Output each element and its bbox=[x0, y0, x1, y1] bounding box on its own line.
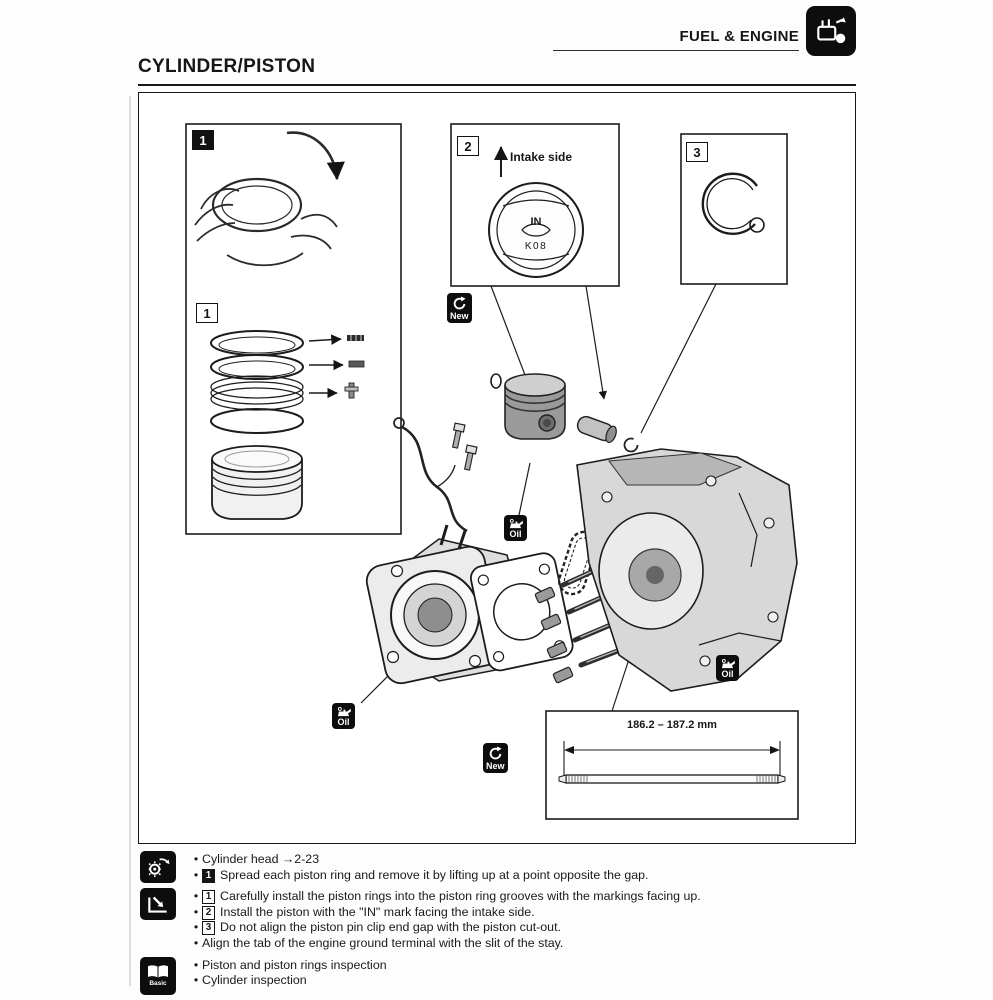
installation-icon bbox=[138, 888, 178, 951]
step-number-box: 2 bbox=[202, 905, 215, 920]
piston-front-view bbox=[211, 445, 303, 520]
gear-arrows-icon bbox=[148, 858, 170, 877]
piston-assembly bbox=[504, 373, 566, 440]
oil-badge-label: Oil bbox=[509, 529, 522, 539]
new-badge-label: New bbox=[450, 311, 469, 321]
bullet: • bbox=[193, 904, 199, 919]
detail-box-3 bbox=[680, 133, 788, 285]
note-text: Carefully install the piston rings into … bbox=[220, 889, 701, 904]
recycle-arrows-icon bbox=[453, 296, 466, 310]
bullet: • bbox=[193, 935, 199, 950]
oil-badge: Oil bbox=[332, 703, 355, 729]
installation-note-group: • 1 Carefully install the piston rings i… bbox=[138, 888, 862, 951]
piston-pin-clip-detail bbox=[701, 172, 765, 235]
section-header: FUEL & ENGINE bbox=[553, 28, 799, 51]
recycle-arrows-icon bbox=[489, 746, 502, 760]
note-row: • Cylinder head →2-23 bbox=[190, 852, 862, 868]
callout-1b: 1 bbox=[196, 303, 218, 323]
dowel-oring bbox=[490, 373, 502, 389]
new-badge: New bbox=[447, 293, 472, 323]
note-text: Align the tab of the engine ground termi… bbox=[202, 935, 564, 950]
stud-length-dimension: 186.2 – 187.2 mm bbox=[627, 719, 717, 731]
basic-manual-icon: Basic bbox=[138, 956, 178, 995]
detail-box-2 bbox=[450, 123, 620, 287]
oil-badge: Oil bbox=[504, 515, 527, 541]
stud-length-figure bbox=[545, 710, 799, 820]
exploded-diagram-panel: 1 1 2 3 Intake side IN K08 186.2 – 187.2… bbox=[138, 92, 856, 844]
note-row: • Align the tab of the engine ground ter… bbox=[190, 936, 862, 952]
removal-icon bbox=[138, 851, 178, 883]
page-spine-shadow bbox=[129, 96, 131, 986]
basic-note-group: Basic • Piston and piston rings inspecti… bbox=[138, 956, 862, 995]
new-badge-label: New bbox=[486, 761, 505, 771]
note-text: Install the piston with the "IN" mark fa… bbox=[220, 904, 535, 919]
callout-3: 3 bbox=[686, 142, 708, 162]
note-row: • Cylinder inspection bbox=[190, 973, 862, 989]
new-badge: New bbox=[483, 743, 508, 773]
diagram-line-art bbox=[185, 123, 799, 820]
note-text: Cylinder inspection bbox=[202, 973, 307, 988]
note-row: • 2 Install the piston with the "IN" mar… bbox=[190, 905, 862, 921]
intake-side-label: Intake side bbox=[510, 150, 573, 164]
open-book-icon bbox=[148, 965, 168, 978]
bullet: • bbox=[193, 889, 199, 904]
note-row: • Piston and piston rings inspection bbox=[190, 958, 862, 974]
bullet: • bbox=[193, 920, 199, 935]
bullet: • bbox=[193, 852, 199, 866]
note-text: Do not align the piston pin clip end gap… bbox=[220, 920, 561, 935]
mount-bolts bbox=[451, 422, 478, 471]
hand-spreading-ring-illustration bbox=[194, 131, 345, 267]
oil-can-icon bbox=[337, 707, 351, 717]
step-number-box: 1 bbox=[202, 868, 215, 883]
crankcase bbox=[576, 448, 798, 692]
oil-can-icon bbox=[721, 659, 735, 669]
oil-badge: Oil bbox=[716, 655, 739, 681]
oil-badge-label: Oil bbox=[337, 717, 350, 727]
note-text: Cylinder head →2-23 bbox=[202, 852, 320, 866]
note-text: Spread each piston ring and remove it by… bbox=[220, 867, 649, 882]
piston-pin bbox=[576, 415, 617, 444]
bullet: • bbox=[193, 973, 199, 988]
piston-in-mark: IN bbox=[530, 216, 542, 228]
note-row: • 3 Do not align the piston pin clip end… bbox=[190, 920, 862, 936]
install-arrow-icon bbox=[148, 896, 167, 913]
note-row: • 1 Carefully install the piston rings i… bbox=[190, 889, 862, 905]
removal-note-group: • Cylinder head →2-23 • 1 Spread each pi… bbox=[138, 851, 862, 883]
bullet: • bbox=[193, 867, 199, 882]
step-number-box: 3 bbox=[202, 921, 215, 936]
note-text: Piston and piston rings inspection bbox=[202, 957, 387, 972]
callout-2: 2 bbox=[457, 136, 479, 156]
oil-badge-label: Oil bbox=[721, 669, 734, 679]
callout-1: 1 bbox=[192, 130, 214, 150]
oil-can-icon bbox=[509, 519, 523, 529]
note-row: • 1 Spread each piston ring and remove i… bbox=[190, 868, 862, 884]
page-title: CYLINDER/PISTON bbox=[138, 56, 316, 77]
bullet: • bbox=[193, 957, 199, 972]
title-rule bbox=[138, 84, 856, 86]
piston-code-mark: K08 bbox=[524, 241, 548, 252]
engine-icon bbox=[806, 6, 856, 56]
cam-chain-guide bbox=[393, 417, 468, 533]
procedure-notes: • Cylinder head →2-23 • 1 Spread each pi… bbox=[138, 851, 862, 1000]
detail-box-1 bbox=[185, 123, 402, 535]
step-number-box: 1 bbox=[202, 890, 215, 905]
basic-icon-label: Basic bbox=[149, 979, 167, 987]
engine-glyph bbox=[817, 17, 846, 44]
pin-clip bbox=[623, 437, 639, 453]
piston-rings-exploded bbox=[210, 330, 365, 434]
piston-top-view bbox=[488, 146, 584, 278]
cylinder-gasket bbox=[470, 552, 574, 672]
